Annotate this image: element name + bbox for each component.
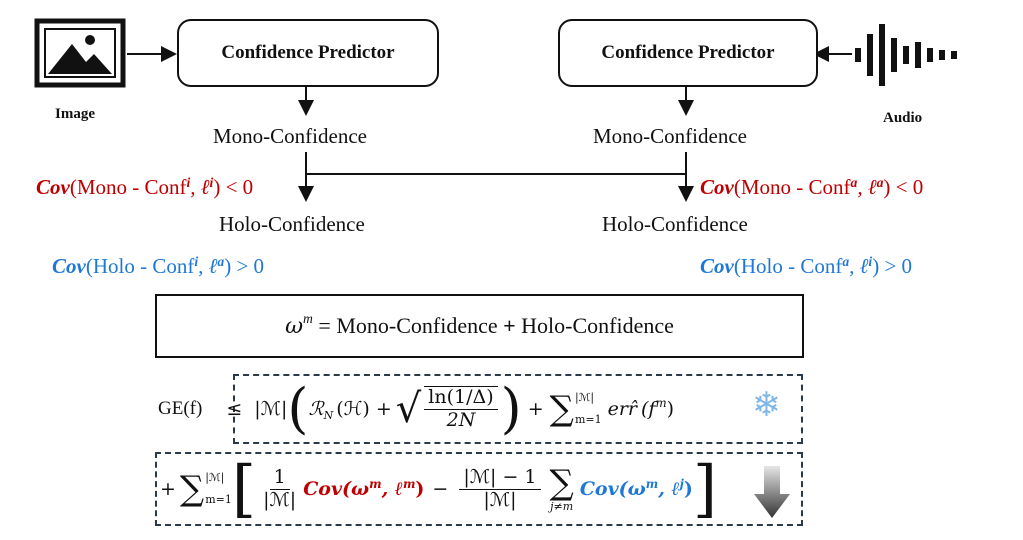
image-input-label: Image [55, 106, 95, 122]
right-holo-cov-condition: Cov(Holo - Confa, ℓi) > 0 [700, 254, 913, 278]
snowflake-icon: ❄ [752, 385, 781, 425]
cov-cross-term: Cov(ωm, ℓj) [579, 477, 693, 500]
left-mono-confidence: Mono-Confidence [213, 124, 367, 148]
sqrt-fraction: ln(1/Δ) 2N [424, 386, 498, 432]
left-predictor-label: Confidence Predictor [221, 42, 395, 63]
audio-waveform-icon [855, 24, 957, 86]
left-confidence-predictor: Confidence Predictor [177, 19, 439, 87]
right-predictor-label: Confidence Predictor [601, 42, 775, 63]
audio-input-label: Audio [883, 110, 923, 126]
bound-line-2-box [155, 452, 803, 526]
image-icon [34, 18, 126, 88]
bound-line-2: + ∑ |ℳ|m=1 [ 1 |ℳ| Cov(ωm, ℓm) − |ℳ| − 1… [160, 452, 718, 525]
cov-self-term: Cov(ωm, ℓm) [303, 477, 425, 500]
left-mono-cov-condition: Cov(Mono - Confi, ℓi) < 0 [36, 175, 254, 199]
down-arrow-icon [754, 466, 790, 518]
right-mono-cov-condition: Cov(Mono - Confa, ℓa) < 0 [700, 175, 924, 199]
right-mono-confidence: Mono-Confidence [593, 124, 747, 148]
left-holo-cov-condition: Cov(Holo - Confi, ℓa) > 0 [52, 254, 265, 278]
bound-line-1-box [233, 374, 803, 444]
left-holo-confidence: Holo-Confidence [219, 212, 365, 236]
right-confidence-predictor: Confidence Predictor [558, 19, 818, 87]
right-holo-confidence: Holo-Confidence [602, 212, 748, 236]
